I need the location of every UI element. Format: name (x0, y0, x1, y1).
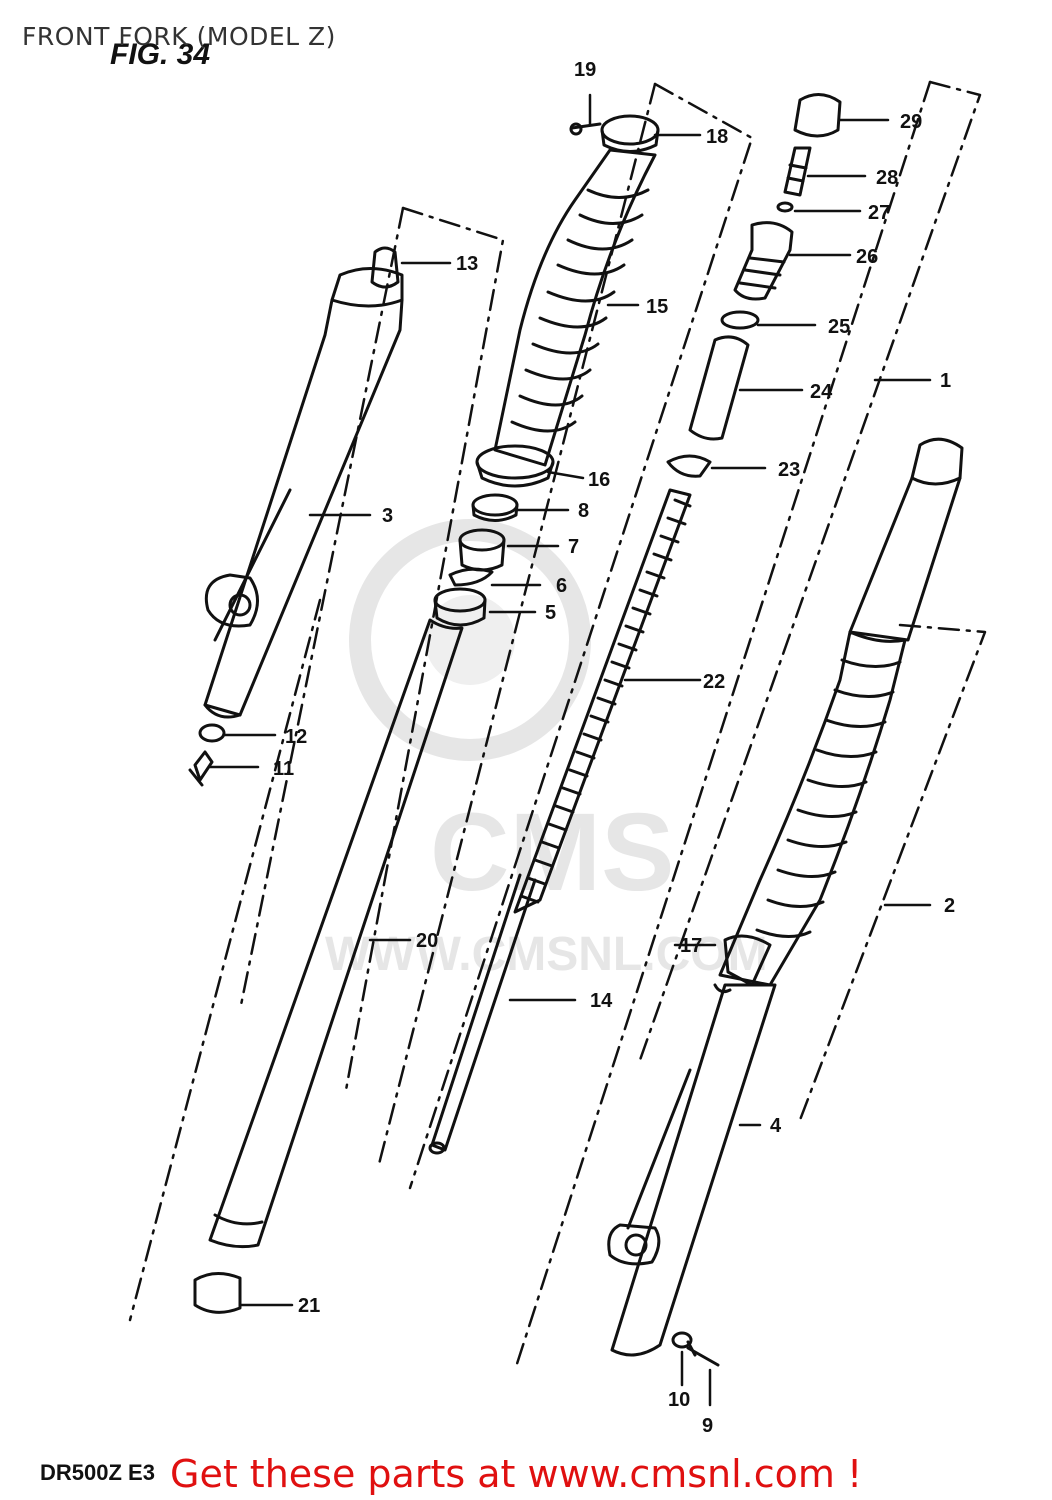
outer-tube-right (607, 983, 777, 1357)
spring-seat-23 (666, 454, 712, 478)
figure-label: FIG. 34 (110, 38, 211, 71)
damper-rod-14 (428, 873, 537, 1155)
callout-5: 5 (545, 602, 556, 624)
callout-7: 7 (568, 536, 579, 558)
callout-16: 16 (588, 469, 610, 491)
callout-9: 9 (702, 1415, 713, 1437)
callout-14: 14 (590, 990, 613, 1012)
callout-19: 19 (574, 59, 596, 81)
diagram-caption: FRONT FORK (MODEL Z) (22, 22, 336, 51)
callout-28: 28 (876, 167, 898, 189)
valve-cap-29 (793, 93, 842, 138)
boot-band-16 (475, 444, 555, 488)
callout-1: 1 (940, 370, 951, 392)
callout-21: 21 (298, 1295, 320, 1317)
group-bracket-fork-right (513, 80, 982, 1372)
leader-lines (208, 93, 932, 1407)
callout-29: 29 (900, 111, 922, 133)
buy-parts-link[interactable]: Get these parts at www.cmsnl.com ! (170, 1452, 863, 1496)
washer-12 (198, 723, 226, 743)
outer-tube-left (203, 267, 404, 719)
cms-watermark: CMS WWW.CMSNL.COM (325, 519, 768, 981)
callout-12: 12 (285, 726, 307, 748)
callout-6: 6 (556, 575, 567, 597)
bolt-11 (188, 750, 214, 787)
callout-24: 24 (810, 381, 833, 403)
dust-seal-cap-13 (370, 246, 400, 289)
group-bracket-tube-20 (128, 598, 322, 1322)
inner-tube-20 (208, 618, 464, 1249)
callout-18: 18 (706, 126, 728, 148)
snap-ring-6 (448, 567, 494, 587)
inner-tube-right (848, 437, 964, 642)
bushing-5 (433, 587, 487, 627)
model-code: DR500Z E3 (40, 1460, 155, 1485)
callout-17: 17 (680, 935, 702, 957)
callout-27: 27 (868, 202, 890, 224)
spacer-24 (688, 335, 750, 441)
washer-10 (671, 1331, 693, 1349)
callout-15: 15 (646, 296, 668, 318)
callout-26: 26 (856, 246, 878, 268)
clamp-18 (600, 114, 660, 153)
fork-boot-2 (718, 630, 907, 987)
screw-19 (569, 122, 602, 136)
o-ring-27 (776, 201, 794, 213)
fork-spring-22 (513, 488, 692, 914)
fork-boot-15 (493, 148, 657, 467)
group-bracket-fork-left (376, 82, 754, 1190)
valve-28 (783, 146, 812, 197)
callout-4: 4 (770, 1115, 782, 1137)
callout-23: 23 (778, 459, 800, 481)
callout-2: 2 (944, 895, 955, 917)
callout-11: 11 (273, 758, 294, 780)
callout-3: 3 (382, 505, 393, 527)
callout-8: 8 (578, 500, 589, 522)
callout-numbers: 1 2 3 4 5 6 7 8 9 10 11 12 13 14 15 16 1… (273, 59, 955, 1437)
bolt-9 (686, 1340, 720, 1367)
callout-25: 25 (828, 316, 850, 338)
o-ring-25 (720, 310, 760, 330)
callout-22: 22 (703, 671, 725, 693)
watermark-url: WWW.CMSNL.COM (325, 928, 768, 981)
group-bracket-inner-tube (798, 623, 987, 1122)
oil-seal-8 (471, 493, 519, 522)
callout-13: 13 (456, 253, 478, 275)
boot-band-17 (713, 934, 772, 994)
group-bracket-outer-tube (238, 206, 505, 1092)
callout-20: 20 (416, 930, 438, 952)
callout-10: 10 (668, 1389, 690, 1411)
fork-cap-bolt-26 (733, 221, 794, 301)
bottom-cap-21 (193, 1272, 242, 1314)
